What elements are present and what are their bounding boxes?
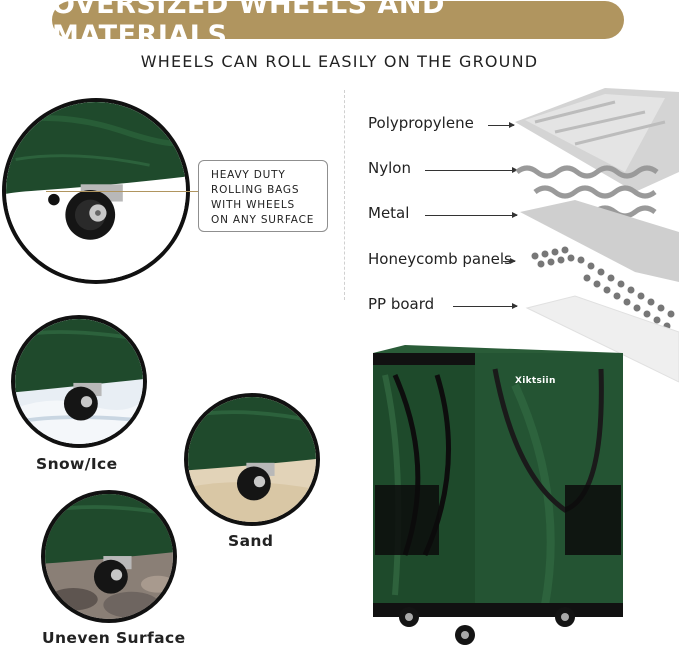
title-banner: OVERSIZED WHEELS AND MATERIALS	[52, 0, 624, 51]
layer-label-pp-board: PP board	[368, 295, 435, 313]
arrow-icon	[425, 167, 518, 173]
layer-label-honeycomb: Honeycomb panels	[368, 250, 512, 268]
callout-line: ROLLING BAGS	[211, 184, 300, 196]
callout-box: HEAVY DUTY ROLLING BAGS WITH WHEELS ON A…	[198, 160, 328, 232]
brand-logo-text: Xiktsiin	[515, 376, 556, 386]
page-subtitle: WHEELS CAN ROLL EASILY ON THE GROUND	[140, 52, 539, 71]
arrow-icon	[503, 258, 516, 264]
page-title: OVERSIZED WHEELS AND MATERIALS	[52, 0, 445, 51]
layer-label-nylon: Nylon	[368, 159, 411, 177]
arrow-icon	[488, 122, 515, 128]
sand-surface-circle	[184, 393, 320, 526]
material-layers-illustration	[515, 88, 679, 383]
uneven-surface-circle	[41, 490, 177, 623]
callout-line: ON ANY SURFACE	[211, 214, 315, 226]
layer-label-metal: Metal	[368, 204, 410, 222]
callout-line: HEAVY DUTY	[211, 169, 286, 181]
snow-wheel-image	[15, 319, 143, 444]
arrow-icon	[425, 212, 518, 218]
callout-line: WITH WHEELS	[211, 199, 295, 211]
arrow-icon	[453, 303, 518, 309]
callout-leader-line	[46, 191, 198, 192]
sand-wheel-image	[188, 397, 316, 522]
wheel-closeup-image	[6, 102, 186, 280]
rolling-bag-image	[373, 345, 623, 645]
sand-label: Sand	[228, 532, 274, 550]
layer-label-polypropylene: Polypropylene	[368, 114, 474, 132]
snow-surface-circle	[11, 315, 147, 448]
section-divider	[344, 90, 345, 300]
uneven-label: Uneven Surface	[42, 629, 186, 647]
wheel-closeup-circle	[2, 98, 190, 284]
snow-label: Snow/Ice	[36, 455, 118, 473]
uneven-wheel-image	[45, 494, 173, 619]
